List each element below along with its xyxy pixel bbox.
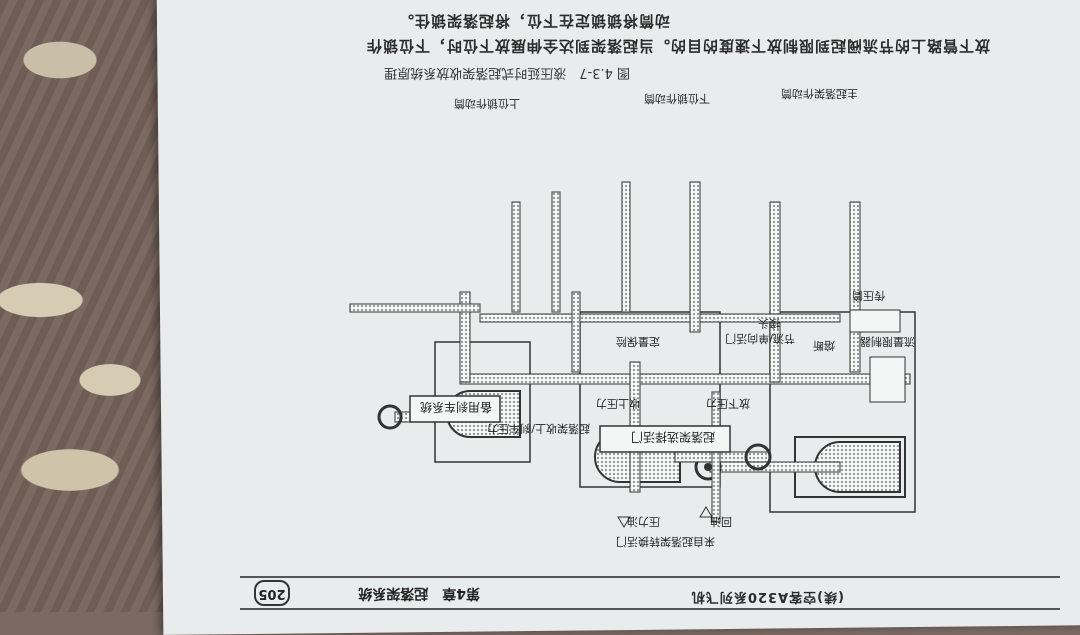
hydraulic-schematic xyxy=(349,181,916,528)
label-flow-limiter: 流量限制器 xyxy=(860,335,915,348)
label-down-lock-actuator: 下位锁作动筒 xyxy=(644,92,710,105)
label-down-pressure: 放下压力 xyxy=(706,397,750,410)
label-main-actuator: 主起落架作动筒 xyxy=(781,87,858,100)
label-from-valve: 来自起落架转换活门 xyxy=(616,535,715,548)
label-up-brake-pressure: 起落架收上/刹车压力 xyxy=(487,422,590,435)
label-transfer-cylinder: 传压筒 xyxy=(852,289,885,302)
label-pressure-relief: 定量保险 xyxy=(616,335,660,348)
selector-valve-box: 起落架选择活门 xyxy=(630,430,715,444)
label-connector: 接头 xyxy=(758,317,780,330)
backup-brake-box: 备用刹车系统 xyxy=(419,400,492,414)
label-fuse: 熔断 xyxy=(813,339,835,352)
label-pressure-oil: 压力油 xyxy=(627,515,660,528)
upside-down-page-content: (续)空客A320系列飞机 放下管路上的节流阀起到限制放下速度的目的。当起落架到… xyxy=(240,12,1060,610)
label-up-lock-actuator: 上位锁作动筒 xyxy=(454,97,520,110)
label-throttle-check: 节流/单向活门 xyxy=(725,332,795,345)
label-up-pressure: 收上压力 xyxy=(596,397,640,410)
label-return-oil: 回油 xyxy=(710,515,732,528)
